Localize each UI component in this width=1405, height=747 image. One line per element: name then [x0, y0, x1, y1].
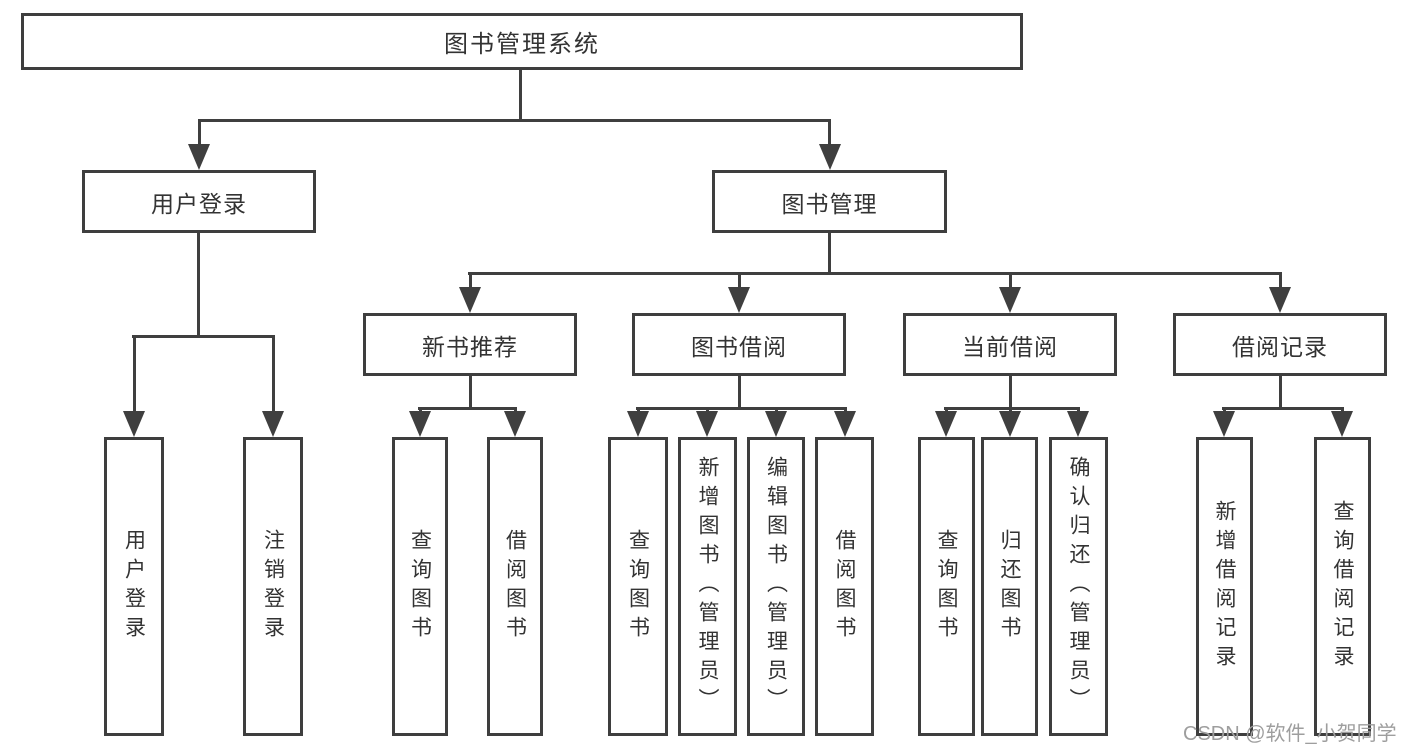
connector-user-login-drop [198, 119, 201, 147]
leaf-query-books-1-label: 查询图书 [408, 528, 432, 645]
leaf-query-borrow-record-label: 查询借阅记录 [1331, 499, 1354, 674]
connector-drop [469, 272, 472, 290]
connector-level2-rail [468, 272, 1282, 275]
node-current-borrow-label: 当前借阅 [962, 333, 1058, 360]
arrowhead [409, 411, 431, 437]
arrowhead [504, 411, 526, 437]
connector-rail [636, 407, 847, 410]
connector-book-mgmt-stem [828, 233, 831, 272]
leaf-borrow-books-1: 借阅图书 [487, 437, 543, 736]
node-user-login-label: 用户登录 [151, 190, 247, 217]
leaf-query-books-3: 查询图书 [918, 437, 975, 736]
arrowhead [696, 411, 718, 437]
leaf-user-login-label: 用户登录 [122, 528, 146, 645]
connector-drop [738, 272, 741, 290]
connector-rail [1222, 407, 1344, 410]
arrowhead [765, 411, 787, 437]
leaf-add-borrow-record: 新增借阅记录 [1196, 437, 1253, 736]
leaf-query-books-3-label: 查询图书 [935, 528, 958, 645]
arrowhead [1213, 411, 1235, 437]
arrowhead [834, 411, 856, 437]
node-borrow-records-label: 借阅记录 [1232, 333, 1328, 360]
arrowhead [459, 287, 481, 313]
connector-level1-rail [198, 119, 831, 122]
node-new-book-recommend: 新书推荐 [363, 313, 577, 376]
node-user-login: 用户登录 [82, 170, 316, 233]
arrowhead [262, 411, 284, 437]
arrowhead [999, 287, 1021, 313]
connector-drop [272, 335, 275, 413]
connector-rail [944, 407, 1080, 410]
connector-stem [738, 376, 741, 408]
node-book-management: 图书管理 [712, 170, 947, 233]
leaf-confirm-return-admin: 确认归还（管理员） [1049, 437, 1108, 736]
connector-stem [469, 376, 472, 408]
leaf-add-books-admin: 新增图书（管理员） [678, 437, 737, 736]
leaf-borrow-books-2: 借阅图书 [815, 437, 874, 736]
node-book-borrow: 图书借阅 [632, 313, 846, 376]
connector-drop [1279, 272, 1282, 290]
leaf-borrow-books-1-label: 借阅图书 [503, 528, 527, 645]
arrowhead [819, 144, 841, 170]
arrowhead [123, 411, 145, 437]
node-borrow-records: 借阅记录 [1173, 313, 1387, 376]
node-book-borrow-label: 图书借阅 [691, 333, 787, 360]
leaf-user-login: 用户登录 [104, 437, 164, 736]
leaf-query-books-1: 查询图书 [392, 437, 448, 736]
watermark: CSDN @软件_小贺同学 [1183, 723, 1397, 745]
leaf-confirm-return-admin-label: 确认归还（管理员） [1067, 456, 1090, 717]
connector-drop [1009, 272, 1012, 290]
node-new-book-recommend-label: 新书推荐 [422, 333, 518, 360]
leaf-query-books-2: 查询图书 [608, 437, 668, 736]
connector-stem [1009, 376, 1012, 408]
arrowhead [1067, 411, 1089, 437]
node-book-management-label: 图书管理 [781, 190, 878, 217]
leaf-edit-books-admin-label: 编辑图书（管理员） [764, 456, 788, 717]
arrowhead [1331, 411, 1353, 437]
connector-stem [1279, 376, 1282, 408]
arrowhead [935, 411, 957, 437]
leaf-add-borrow-record-label: 新增借阅记录 [1213, 499, 1236, 674]
arrowhead [999, 411, 1021, 437]
leaf-query-books-2-label: 查询图书 [626, 528, 650, 645]
leaf-add-books-admin-label: 新增图书（管理员） [696, 456, 719, 717]
connector-user-login-stem [197, 233, 200, 335]
leaf-logout: 注销登录 [243, 437, 303, 736]
leaf-return-books-label: 归还图书 [998, 528, 1021, 645]
node-library-system-label: 图书管理系统 [444, 31, 600, 58]
node-current-borrow: 当前借阅 [903, 313, 1117, 376]
leaf-query-borrow-record: 查询借阅记录 [1314, 437, 1371, 736]
connector-user-login-rail [132, 335, 275, 338]
leaf-borrow-books-2-label: 借阅图书 [833, 528, 856, 645]
arrowhead [188, 144, 210, 170]
connector-drop [133, 335, 136, 413]
connector-rail [418, 407, 517, 410]
node-library-system: 图书管理系统 [21, 13, 1023, 70]
arrowhead [627, 411, 649, 437]
leaf-edit-books-admin: 编辑图书（管理员） [747, 437, 805, 736]
leaf-logout-label: 注销登录 [261, 528, 285, 645]
connector-book-mgmt-drop [828, 119, 831, 147]
arrowhead [728, 287, 750, 313]
arrowhead [1269, 287, 1291, 313]
connector-root-stem [519, 70, 522, 119]
leaf-return-books: 归还图书 [981, 437, 1038, 736]
